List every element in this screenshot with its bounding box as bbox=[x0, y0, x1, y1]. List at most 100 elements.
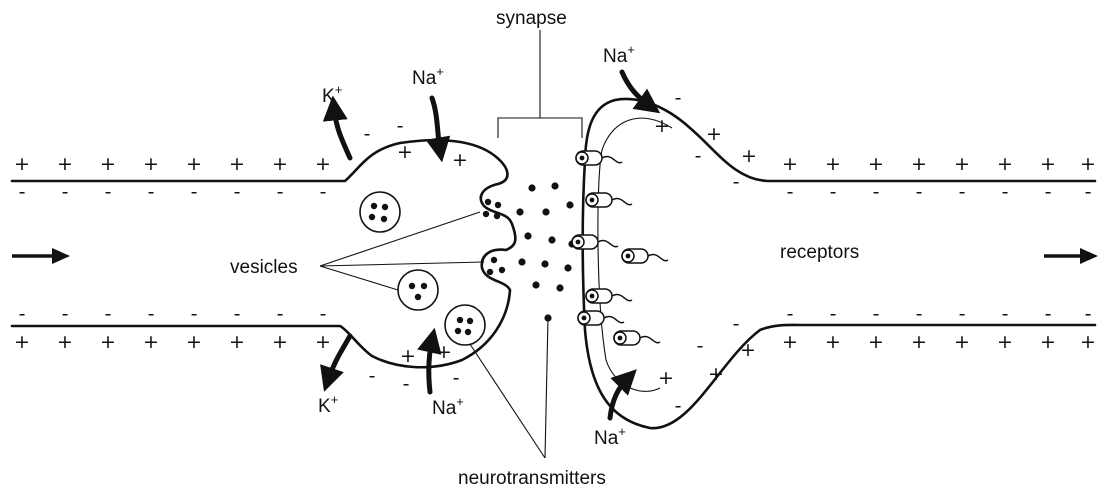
negative-charge: - bbox=[369, 365, 376, 387]
potassium-ion-label: K+ bbox=[318, 392, 338, 417]
positive-charge: + bbox=[706, 123, 722, 145]
receptors-label: receptors bbox=[780, 242, 859, 263]
negative-charge: - bbox=[675, 87, 682, 109]
positive-charge: + bbox=[315, 331, 331, 353]
negative-charge: - bbox=[397, 115, 404, 137]
positive-charge: + bbox=[143, 153, 159, 175]
negative-charge: - bbox=[733, 171, 740, 193]
negative-charge: - bbox=[916, 181, 923, 203]
negative-charge: - bbox=[191, 181, 198, 203]
positive-charge: + bbox=[868, 331, 884, 353]
positive-charge: + bbox=[868, 153, 884, 175]
negative-charge: - bbox=[1085, 303, 1092, 325]
k-efflux-arrow-top bbox=[334, 108, 350, 158]
synapse-bracket bbox=[498, 30, 582, 138]
negative-charge: - bbox=[1002, 303, 1009, 325]
negative-charge: - bbox=[19, 303, 26, 325]
vesicle bbox=[360, 192, 400, 232]
negative-charge: - bbox=[403, 373, 410, 395]
positive-charge: + bbox=[57, 331, 73, 353]
positive-charge: + bbox=[1040, 153, 1056, 175]
negative-charge: - bbox=[675, 395, 682, 417]
negative-charge: - bbox=[830, 181, 837, 203]
negative-charge: - bbox=[62, 303, 69, 325]
positive-charge: + bbox=[708, 363, 724, 385]
positive-charge: + bbox=[740, 339, 756, 361]
docked-vesicle bbox=[483, 199, 501, 219]
positive-charge: + bbox=[272, 153, 288, 175]
negative-charge: - bbox=[105, 181, 112, 203]
positive-charge: + bbox=[400, 345, 416, 367]
negative-charge: - bbox=[105, 303, 112, 325]
na-influx-arrow-top-left bbox=[432, 98, 440, 150]
negative-charge: - bbox=[191, 303, 198, 325]
positive-charge: + bbox=[782, 331, 798, 353]
positive-charge: + bbox=[825, 331, 841, 353]
positive-charge: + bbox=[1080, 331, 1096, 353]
receptor bbox=[586, 193, 632, 207]
negative-charge: - bbox=[453, 367, 460, 389]
potassium-ion-label: K+ bbox=[322, 82, 342, 107]
negative-charge: - bbox=[277, 181, 284, 203]
presynaptic-membrane-outline bbox=[12, 140, 515, 367]
positive-charge: + bbox=[229, 331, 245, 353]
negative-charge: - bbox=[320, 181, 327, 203]
positive-charge: + bbox=[14, 331, 30, 353]
positive-charge: + bbox=[997, 153, 1013, 175]
negative-charge: - bbox=[1085, 181, 1092, 203]
negative-charge: - bbox=[1045, 181, 1052, 203]
positive-charge: + bbox=[315, 153, 331, 175]
vesicle bbox=[445, 305, 485, 345]
negative-charge: - bbox=[19, 181, 26, 203]
positive-charge: + bbox=[654, 115, 670, 137]
positive-charge: + bbox=[100, 331, 116, 353]
docked-vesicle bbox=[487, 257, 505, 275]
positive-charge: + bbox=[825, 153, 841, 175]
positive-charge: + bbox=[100, 153, 116, 175]
receptor bbox=[576, 151, 622, 165]
negative-charge: - bbox=[277, 303, 284, 325]
negative-charge: - bbox=[733, 313, 740, 335]
sodium-ion-label: Na+ bbox=[432, 394, 464, 419]
positive-charge: + bbox=[997, 331, 1013, 353]
sodium-ion-label: Na+ bbox=[603, 42, 635, 67]
neurotransmitter-molecules bbox=[516, 182, 575, 321]
sodium-ion-label: Na+ bbox=[594, 424, 626, 449]
receptor bbox=[572, 235, 618, 249]
receptor-group bbox=[572, 151, 668, 345]
positive-charge: + bbox=[272, 331, 288, 353]
positive-charge: + bbox=[143, 331, 159, 353]
receptor bbox=[586, 289, 632, 303]
negative-charge: - bbox=[1045, 303, 1052, 325]
sodium-ion-label: Na+ bbox=[412, 64, 444, 89]
negative-charge: - bbox=[959, 303, 966, 325]
negative-charge: - bbox=[787, 303, 794, 325]
positive-charge: + bbox=[741, 145, 757, 167]
positive-charge: + bbox=[397, 141, 413, 163]
membrane-charges: +--++--++--++--++--++--++--++--++--++--+… bbox=[14, 87, 1096, 417]
negative-charge: - bbox=[830, 303, 837, 325]
positive-charge: + bbox=[911, 153, 927, 175]
negative-charge: - bbox=[695, 145, 702, 167]
negative-charge: - bbox=[787, 181, 794, 203]
positive-charge: + bbox=[1040, 331, 1056, 353]
negative-charge: - bbox=[873, 303, 880, 325]
negative-charge: - bbox=[873, 181, 880, 203]
positive-charge: + bbox=[1080, 153, 1096, 175]
vesicle bbox=[398, 270, 438, 310]
negative-charge: - bbox=[62, 181, 69, 203]
positive-charge: + bbox=[782, 153, 798, 175]
negative-charge: - bbox=[697, 335, 704, 357]
negative-charge: - bbox=[234, 303, 241, 325]
negative-charge: - bbox=[364, 123, 371, 145]
positive-charge: + bbox=[436, 341, 452, 363]
na-influx-arrow-bottom-right bbox=[610, 378, 628, 418]
neurotransmitters-label: neurotransmitters bbox=[458, 468, 606, 489]
positive-charge: + bbox=[186, 331, 202, 353]
signal-direction-arrow-left bbox=[12, 248, 70, 264]
positive-charge: + bbox=[911, 331, 927, 353]
positive-charge: + bbox=[186, 153, 202, 175]
negative-charge: - bbox=[234, 181, 241, 203]
vesicles-label: vesicles bbox=[230, 257, 298, 278]
